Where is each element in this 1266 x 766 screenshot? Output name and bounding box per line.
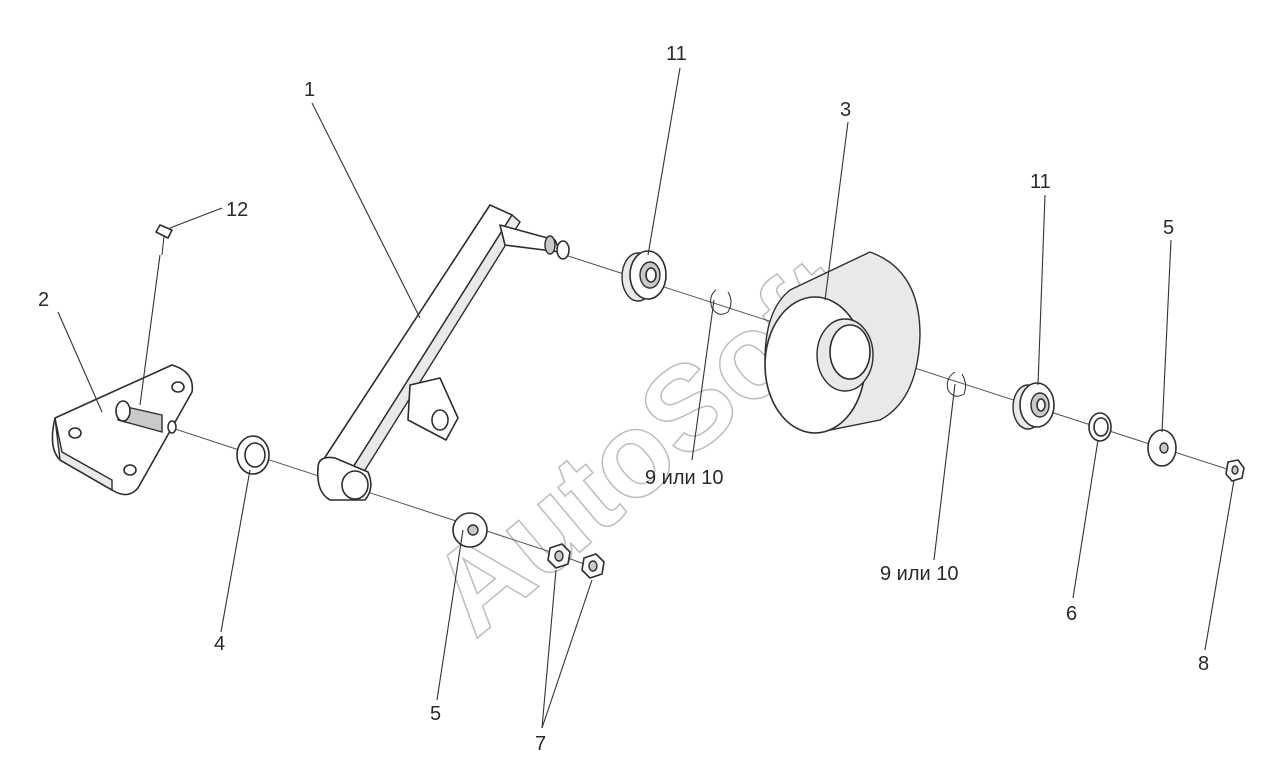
label-3: 3 bbox=[840, 99, 851, 121]
label-12: 12 bbox=[226, 199, 248, 221]
label-8: 8 bbox=[1198, 653, 1209, 675]
castle-nut-part-8 bbox=[1225, 459, 1245, 482]
label-6: 6 bbox=[1066, 603, 1077, 625]
leader-lines bbox=[57, 67, 1235, 729]
label-4: 4 bbox=[214, 633, 225, 655]
pulley-part bbox=[764, 251, 921, 434]
washer-part-4 bbox=[236, 435, 270, 475]
bearing-part-11-right bbox=[1012, 382, 1055, 430]
label-11a: 11 bbox=[666, 43, 687, 65]
split-pin-part bbox=[155, 224, 173, 256]
washer-part-5-right bbox=[1147, 429, 1177, 467]
label-2: 2 bbox=[38, 289, 49, 311]
snap-ring-right bbox=[946, 371, 967, 397]
label-5b: 5 bbox=[1163, 217, 1174, 239]
mounting-plate-part bbox=[51, 364, 194, 496]
ring-part-6 bbox=[1088, 412, 1112, 442]
washer-part-5-left bbox=[452, 512, 488, 548]
label-5a: 5 bbox=[430, 703, 441, 725]
label-11b: 11 bbox=[1030, 171, 1051, 193]
label-9b: 9 или 10 bbox=[880, 563, 959, 585]
bearing-part-11-left bbox=[621, 250, 667, 302]
label-7: 7 bbox=[535, 733, 546, 755]
lever-arm-part bbox=[316, 204, 570, 501]
label-1: 1 bbox=[304, 79, 315, 101]
nuts-part-7 bbox=[547, 543, 605, 579]
label-9a: 9 или 10 bbox=[645, 467, 724, 489]
callouts: 1 2 3 4 5 5 6 7 8 9 или 10 9 или 10 11 1… bbox=[38, 43, 1209, 755]
snap-ring-left bbox=[710, 289, 732, 315]
